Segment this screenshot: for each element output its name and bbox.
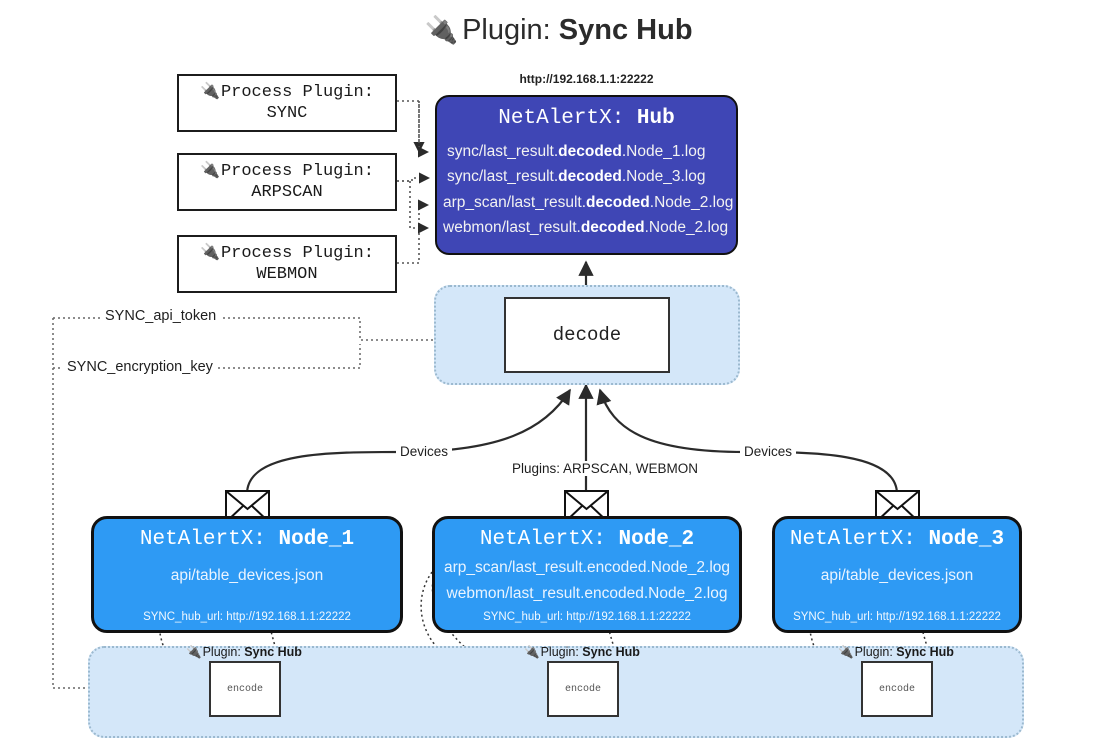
- encoder-label-prefix: Plugin:: [854, 645, 897, 659]
- node-hub-url: SYNC_hub_url: http://192.168.1.1:22222: [793, 611, 1001, 623]
- hub-log-line: sync/last_result.decoded.Node_1.log: [447, 143, 730, 161]
- hub-log-post: .Node_2.log: [649, 194, 734, 211]
- process-plugin-name: ARPSCAN: [251, 183, 323, 202]
- node-log-line: api/table_devices.json: [170, 567, 324, 584]
- node-title-prefix: NetAlertX:: [789, 528, 929, 551]
- node-title: NetAlertX: Node_1: [94, 528, 400, 551]
- node-title-name: Node_3: [928, 528, 1005, 551]
- edge-label-devices-right: Devices: [740, 444, 797, 459]
- node-title-name: Node_1: [278, 528, 355, 551]
- process-plugin-label: Process Plugin:: [220, 82, 374, 102]
- node-title-name: Node_2: [618, 528, 695, 551]
- plug-icon: 🔌: [524, 645, 540, 659]
- encoder-plugin-label-3: 🔌Plugin: Sync Hub: [838, 645, 954, 660]
- hub-log-line: webmon/last_result.decoded.Node_2.log: [443, 219, 734, 237]
- decode-box[interactable]: decode: [504, 297, 670, 373]
- page-title-prefix: Plugin:: [462, 14, 559, 46]
- process-plugin-box-webmon[interactable]: 🔌Process Plugin: WEBMON: [177, 235, 397, 293]
- hub-title: NetAlertX: Hub: [437, 107, 736, 130]
- hub-log-pre: sync/last_result.: [447, 168, 559, 185]
- node-title-prefix: NetAlertX:: [479, 528, 619, 551]
- hub-title-name: Hub: [636, 107, 675, 130]
- process-plugin-box-sync[interactable]: 🔌Process Plugin: SYNC: [177, 74, 397, 132]
- plug-icon: 🔌: [186, 645, 202, 659]
- plug-icon: 🔌: [838, 645, 854, 659]
- page-title: 🔌Plugin: Sync Hub: [0, 14, 1117, 47]
- hub-log-strong: decoded: [586, 194, 650, 211]
- plug-icon: 🔌: [200, 161, 220, 179]
- plug-icon: 🔌: [424, 15, 459, 45]
- hub-log-post: .Node_1.log: [621, 143, 706, 160]
- hub-log-post: .Node_2.log: [644, 219, 729, 236]
- process-plugin-name: SYNC: [266, 104, 308, 123]
- hub-url-label: http://192.168.1.1:22222: [519, 72, 654, 86]
- sync-encryption-key-label: SYNC_encryption_key: [62, 359, 218, 375]
- encoder-label-name: Sync Hub: [244, 645, 302, 659]
- encode-box-node-1[interactable]: encode: [209, 661, 281, 717]
- sync-api-token-label: SYNC_api_token: [100, 308, 222, 324]
- encoder-plugin-label-2: 🔌Plugin: Sync Hub: [524, 645, 640, 660]
- hub-box[interactable]: NetAlertX: Hub sync/last_result.decoded.…: [435, 95, 738, 255]
- process-plugin-label: Process Plugin:: [220, 161, 374, 181]
- node-hub-url: SYNC_hub_url: http://192.168.1.1:22222: [483, 611, 691, 623]
- node-log-line: api/table_devices.json: [820, 567, 974, 584]
- plug-icon: 🔌: [200, 243, 220, 261]
- hub-log-line: sync/last_result.decoded.Node_3.log: [447, 168, 730, 186]
- edge-label-plugins-center: Plugins: ARPSCAN, WEBMON: [508, 461, 703, 476]
- node-hub-url: SYNC_hub_url: http://192.168.1.1:22222: [143, 611, 351, 623]
- encoder-label-prefix: Plugin:: [540, 645, 583, 659]
- page-title-name: Sync Hub: [558, 14, 693, 46]
- node-title-prefix: NetAlertX:: [139, 528, 279, 551]
- hub-log-strong: decoded: [580, 219, 645, 236]
- process-plugin-box-arpscan[interactable]: 🔌Process Plugin: ARPSCAN: [177, 153, 397, 211]
- encode-box-node-3[interactable]: encode: [861, 661, 933, 717]
- encoder-label-prefix: Plugin:: [202, 645, 245, 659]
- hub-title-prefix: NetAlertX:: [498, 107, 637, 130]
- node-title: NetAlertX: Node_3: [775, 528, 1019, 551]
- process-plugin-name: WEBMON: [256, 265, 318, 284]
- encoder-label-name: Sync Hub: [896, 645, 954, 659]
- hub-log-pre: sync/last_result.: [447, 143, 559, 160]
- hub-log-pre: webmon/last_result.: [443, 219, 581, 236]
- node-log-line: webmon/last_result.encoded.Node_2.log: [446, 585, 728, 602]
- encoder-plugin-label-1: 🔌Plugin: Sync Hub: [186, 645, 302, 660]
- encoder-label-name: Sync Hub: [582, 645, 640, 659]
- encode-box-node-2[interactable]: encode: [547, 661, 619, 717]
- process-plugin-label: Process Plugin:: [220, 243, 374, 263]
- hub-log-pre: arp_scan/last_result.: [443, 194, 587, 211]
- node-card-node-1[interactable]: NetAlertX: Node_1 api/table_devices.json…: [91, 516, 403, 633]
- node-card-node-2[interactable]: NetAlertX: Node_2 arp_scan/last_result.e…: [432, 516, 742, 633]
- node-log-line: arp_scan/last_result.encoded.Node_2.log: [443, 559, 731, 576]
- hub-log-strong: decoded: [558, 168, 622, 185]
- edge-label-devices-left: Devices: [396, 444, 453, 459]
- hub-log-line: arp_scan/last_result.decoded.Node_2.log: [443, 194, 734, 212]
- node-title: NetAlertX: Node_2: [435, 528, 739, 551]
- hub-log-post: .Node_3.log: [621, 168, 706, 185]
- plug-icon: 🔌: [200, 82, 220, 100]
- node-card-node-3[interactable]: NetAlertX: Node_3 api/table_devices.json…: [772, 516, 1022, 633]
- hub-log-strong: decoded: [558, 143, 622, 160]
